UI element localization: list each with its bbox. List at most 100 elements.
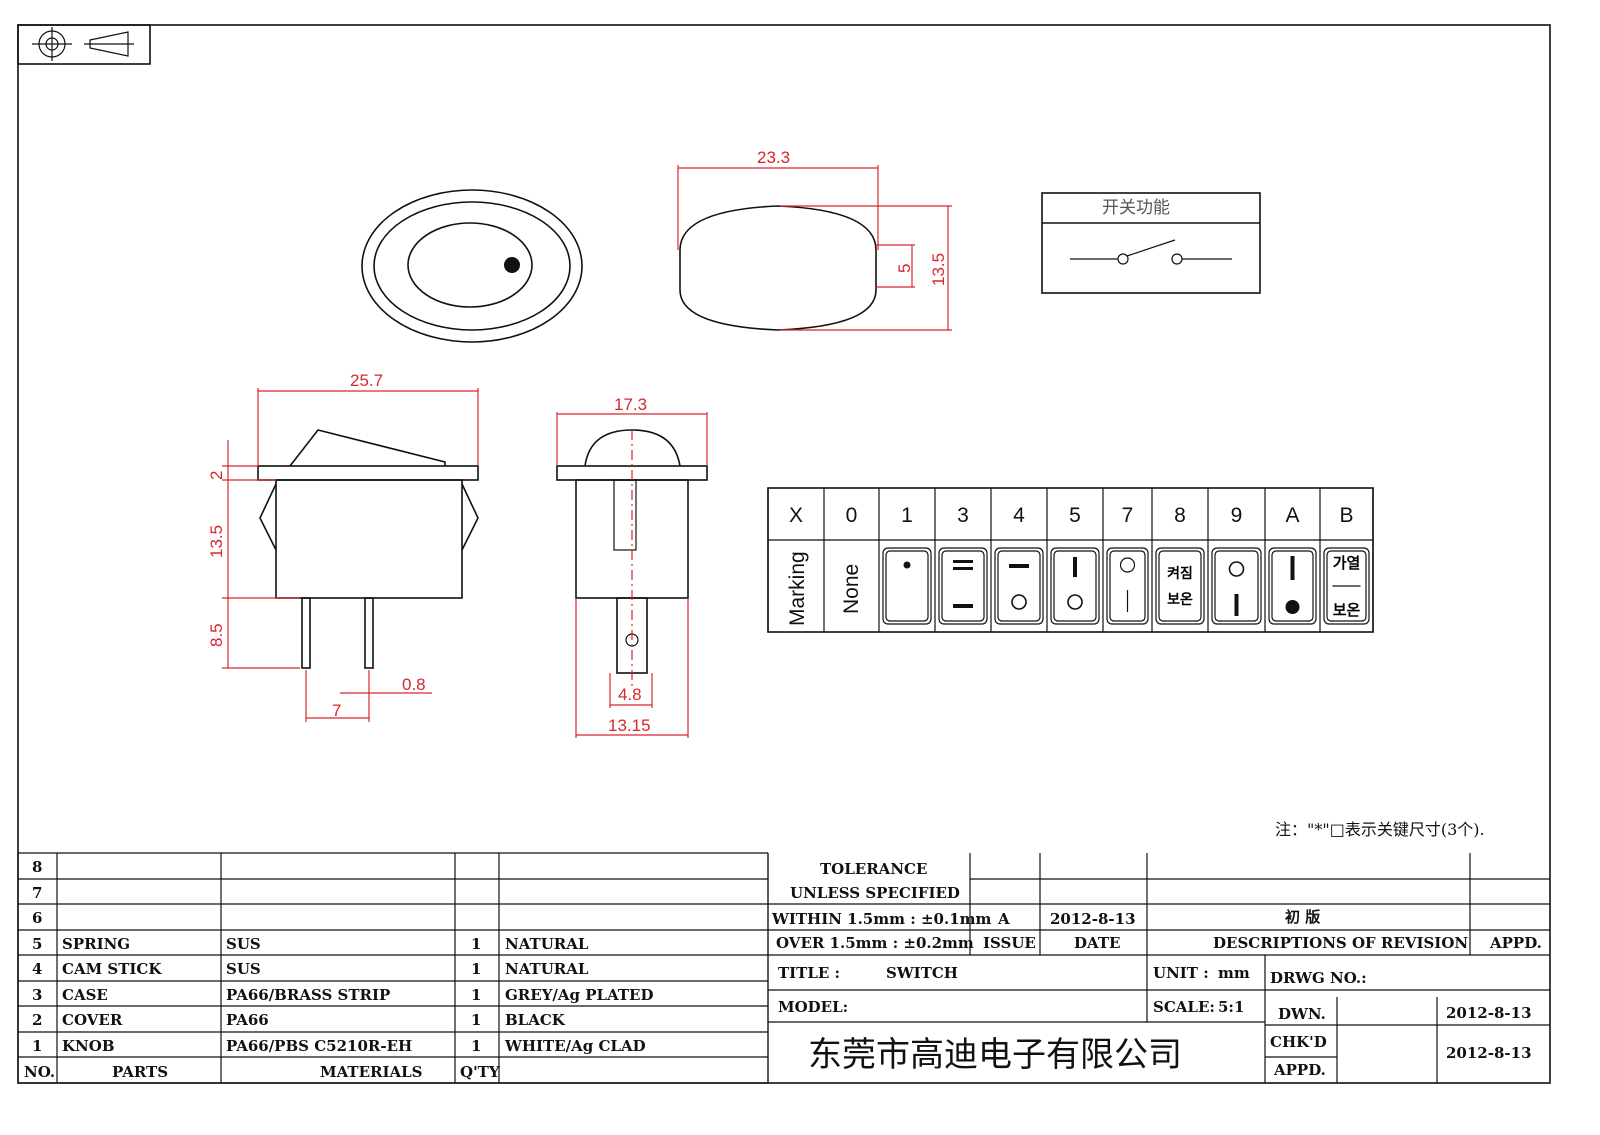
part-qty: 1 <box>471 935 481 953</box>
part-name: SPRING <box>62 935 130 953</box>
on-dot-symbol-icon <box>1290 556 1295 580</box>
header-parts: PARTS <box>112 1063 168 1081</box>
svg-text:DRWG NO.:: DRWG NO.: <box>1270 969 1367 987</box>
outline-view: 23.3 5 13.5 <box>677 148 952 331</box>
part-qty: 1 <box>471 986 481 1004</box>
indicator-dot <box>504 257 520 273</box>
part-name: CASE <box>62 986 108 1004</box>
svg-text:UNLESS SPECIFIED: UNLESS SPECIFIED <box>790 884 960 902</box>
svg-text:23.3: 23.3 <box>757 148 790 167</box>
marking-header: 7 <box>1122 504 1134 527</box>
korean-label: 보온 <box>1167 592 1193 608</box>
company-name: 东莞市高迪电子有限公司 <box>808 1035 1182 1075</box>
marking-key-9 <box>1211 547 1262 625</box>
svg-text:13.5: 13.5 <box>929 253 948 286</box>
marking-key-7 <box>1106 547 1149 625</box>
marking-header: X <box>789 504 803 527</box>
svg-text:0.8: 0.8 <box>402 675 426 694</box>
part-name: COVER <box>62 1011 123 1029</box>
part-no: 1 <box>32 1037 42 1055</box>
svg-text:2012-8-13: 2012-8-13 <box>1050 910 1136 928</box>
svg-text:APPD.: APPD. <box>1273 1061 1326 1079</box>
marking-key-B <box>1323 547 1370 625</box>
marking-header: 8 <box>1174 504 1186 527</box>
korean-label: 가열 <box>1333 554 1361 572</box>
svg-text:SCALE:: SCALE: <box>1153 998 1215 1016</box>
svg-text:开关功能: 开关功能 <box>1102 198 1170 218</box>
on-symbol-icon <box>1073 557 1077 577</box>
part-finish: NATURAL <box>505 935 589 953</box>
part-finish: GREY/Ag PLATED <box>505 986 654 1004</box>
part-qty: 1 <box>471 1011 481 1029</box>
projection-symbol-icon <box>17 24 151 65</box>
marking-key-A <box>1268 547 1317 625</box>
svg-text:5: 5 <box>895 264 914 273</box>
side-view: 25.7 2 13.5 8.5 7 0.8 <box>207 371 479 722</box>
svg-text:TITLE :: TITLE : <box>778 964 840 982</box>
korean-label: 켜짐 <box>1167 565 1193 582</box>
title-block: TOLERANCE UNLESS SPECIFIED WITHIN 1.5mm … <box>767 853 1550 1083</box>
marking-none: None <box>840 564 863 614</box>
marking-header: 1 <box>901 504 913 527</box>
svg-text:CHK'D: CHK'D <box>1270 1033 1327 1051</box>
part-qty: 1 <box>471 960 481 978</box>
off-on-symbol-icon <box>1228 561 1245 577</box>
svg-text:2012-8-13: 2012-8-13 <box>1446 1044 1532 1062</box>
svg-text:25.7: 25.7 <box>350 371 383 390</box>
svg-text:mm: mm <box>1218 964 1250 982</box>
switch-function-box: 开关功能 <box>1041 192 1261 294</box>
marking-key-8 <box>1155 547 1205 625</box>
svg-text:APPD.: APPD. <box>1489 934 1542 952</box>
svg-text:8.5: 8.5 <box>207 623 226 647</box>
svg-text:初 版: 初 版 <box>1285 908 1320 926</box>
o-symbol-icon <box>1119 557 1136 573</box>
svg-text:SWITCH: SWITCH <box>886 964 958 982</box>
svg-text:WITHIN 1.5mm : ±0.1mm: WITHIN 1.5mm : ±0.1mm <box>771 910 992 928</box>
part-material: SUS <box>226 960 261 978</box>
header-qty: Q'TY <box>460 1063 500 1081</box>
marking-key-4 <box>994 547 1044 625</box>
marking-header: 0 <box>846 504 858 527</box>
part-material: PA66/BRASS STRIP <box>226 986 390 1004</box>
header-materials: MATERIALS <box>320 1063 423 1081</box>
svg-text:5:1: 5:1 <box>1218 998 1244 1016</box>
part-no: 5 <box>32 935 42 953</box>
svg-text:ISSUE: ISSUE <box>983 934 1036 952</box>
svg-text:4.8: 4.8 <box>618 685 642 704</box>
svg-text:MODEL:: MODEL: <box>778 998 848 1016</box>
svg-text:DESCRIPTIONS OF REVISION: DESCRIPTIONS OF REVISION <box>1213 934 1468 952</box>
dot-symbol-icon <box>903 561 911 569</box>
svg-text:13.5: 13.5 <box>207 525 226 558</box>
part-no: 2 <box>32 1011 42 1029</box>
korean-label: 보온 <box>1333 601 1361 619</box>
svg-text:2: 2 <box>207 471 226 480</box>
sheet-border <box>17 24 1551 1084</box>
key-dimension-note: 注："*"□表示关键尺寸(3个). <box>1275 820 1485 839</box>
svg-text:DWN.: DWN. <box>1278 1005 1326 1023</box>
svg-text:TOLERANCE: TOLERANCE <box>820 860 927 878</box>
marking-header: 9 <box>1231 504 1243 527</box>
part-finish: NATURAL <box>505 960 589 978</box>
part-qty: 1 <box>471 1037 481 1055</box>
marking-header: 3 <box>957 504 969 527</box>
marking-key-5 <box>1050 547 1100 625</box>
svg-text:UNIT :: UNIT : <box>1153 964 1209 982</box>
svg-text:7: 7 <box>332 701 341 720</box>
marking-header: A <box>1285 504 1299 527</box>
part-no: 7 <box>32 884 42 902</box>
svg-text:OVER 1.5mm : ±0.2mm: OVER 1.5mm : ±0.2mm <box>776 934 974 952</box>
part-material: PA66/PBS C5210R-EH <box>226 1037 412 1055</box>
part-no: 3 <box>32 986 42 1004</box>
svg-text:A: A <box>997 910 1010 928</box>
header-no: NO. <box>24 1063 55 1081</box>
marking-key-1 <box>882 547 932 625</box>
top-view-knob <box>361 189 583 343</box>
part-finish: WHITE/Ag CLAD <box>504 1037 646 1055</box>
part-no: 6 <box>32 909 42 927</box>
part-no: 4 <box>32 960 42 978</box>
marking-header: 5 <box>1069 504 1081 527</box>
part-name: CAM STICK <box>62 960 162 978</box>
